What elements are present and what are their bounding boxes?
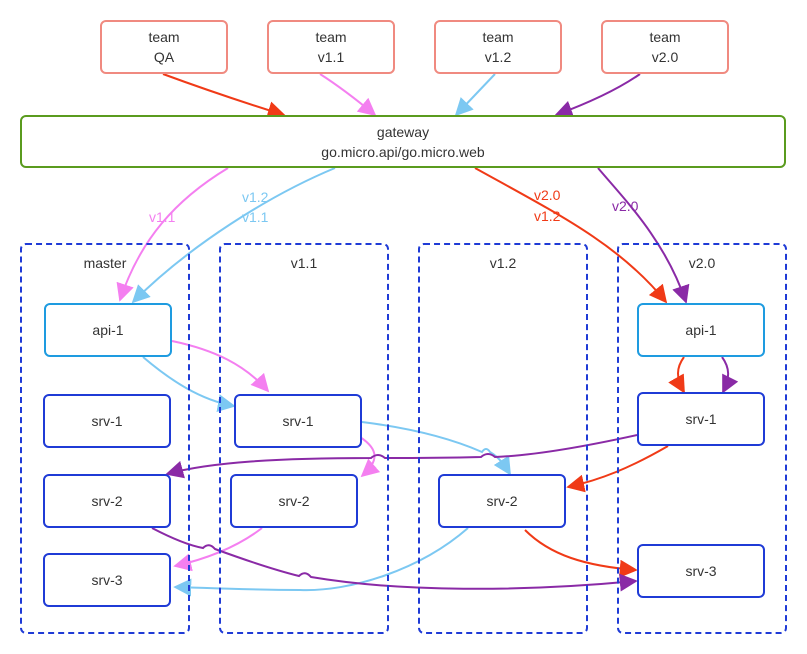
edge-v20-srv1-to-v12-srv2-red [566,445,669,493]
master-srv-1-label: srv-1 [91,413,123,429]
gateway-routes: go.micro.api/go.micro.web [321,143,485,160]
group-v20-label: v2.0 [688,255,716,271]
team-v11-line1: team [315,29,347,45]
v20-srv-3-node[interactable]: srv-3 [637,544,765,598]
edge-v11-srv2-to-master-srv3-pink [173,527,263,572]
team-qa-node[interactable]: team QA [100,20,228,74]
edge-label-blue-v12: v1.2 [242,189,269,205]
edge-master-api-to-v11-srv1-blue [142,356,236,413]
group-master-label: master [83,255,127,271]
edge-v12-srv2-to-master-srv3-blue [173,527,469,597]
edge-v20-api-to-v20-srv1-red [668,356,685,394]
group-master: master [20,243,190,634]
edge-label-blue-v11: v1.1 [242,209,269,225]
edge-label-pink-v11: v1.1 [149,209,176,225]
edge-v12-srv2-to-v20-srv3-red [524,529,638,578]
group-v12-label: v1.2 [489,255,517,271]
v20-srv-1-node[interactable]: srv-1 [637,392,765,446]
team-v12-line2: v1.2 [484,49,512,65]
master-srv-2-node[interactable]: srv-2 [43,474,171,528]
edge-gateway-to-master-api-blue [131,167,336,304]
master-api-1-label: api-1 [92,322,124,338]
edge-label-purple-v20: v2.0 [612,198,639,214]
edge-label-red-v12: v1.2 [534,208,561,224]
edge-team-v12-to-gateway [454,73,496,117]
team-v11-line2: v1.1 [317,49,345,65]
group-v11: v1.1 [219,243,389,634]
team-v20-line2: v2.0 [651,49,679,65]
master-srv-3-label: srv-3 [91,572,123,588]
team-qa-line1: team [148,29,180,45]
v12-srv-2-label: srv-2 [486,493,518,509]
v11-srv-2-node[interactable]: srv-2 [230,474,358,528]
master-api-1-node[interactable]: api-1 [44,303,172,357]
edge-gateway-to-v20-api-purple [597,167,690,304]
group-v20: v2.0 [617,243,787,634]
team-v20-node[interactable]: team v2.0 [601,20,729,74]
edge-v20-srv1-to-master-srv2-purple [165,434,638,479]
v12-srv-2-node[interactable]: srv-2 [438,474,566,528]
master-srv-1-node[interactable]: srv-1 [43,394,171,448]
team-v11-node[interactable]: team v1.1 [267,20,395,74]
edge-label-red-v20: v2.0 [534,187,561,203]
edge-v20-api-to-v20-srv1-purple [721,356,739,394]
v11-srv-1-node[interactable]: srv-1 [234,394,362,448]
edge-gateway-to-v20-api-red [474,167,668,304]
group-v11-label: v1.1 [290,255,318,271]
v20-api-1-label: api-1 [685,322,717,338]
master-srv-3-node[interactable]: srv-3 [43,553,171,607]
edge-master-srv2-to-v20-srv3-purple [151,527,638,592]
v11-srv-2-label: srv-2 [278,493,310,509]
edge-master-api-to-v11-srv1-pink [171,340,270,393]
team-v12-node[interactable]: team v1.2 [434,20,562,74]
edge-v11-srv1-to-v12-srv2-blue [361,421,511,476]
gateway-node[interactable]: gateway go.micro.api/go.micro.web [20,115,786,168]
v20-srv-3-label: srv-3 [685,563,717,579]
edge-team-v11-to-gateway [319,73,377,117]
gateway-title: gateway [376,123,430,140]
edge-team-qa-to-gateway [162,73,286,119]
master-srv-2-label: srv-2 [91,493,123,509]
group-v12: v1.2 [418,243,588,634]
team-v12-line1: team [482,29,514,45]
v20-srv-1-label: srv-1 [685,411,717,427]
v11-srv-1-label: srv-1 [282,413,314,429]
edge-team-v20-to-gateway [554,73,641,118]
v20-api-1-node[interactable]: api-1 [637,303,765,357]
team-qa-line2: QA [153,49,175,65]
team-v20-line1: team [649,29,681,45]
edge-gateway-to-master-api-pink [116,167,229,302]
